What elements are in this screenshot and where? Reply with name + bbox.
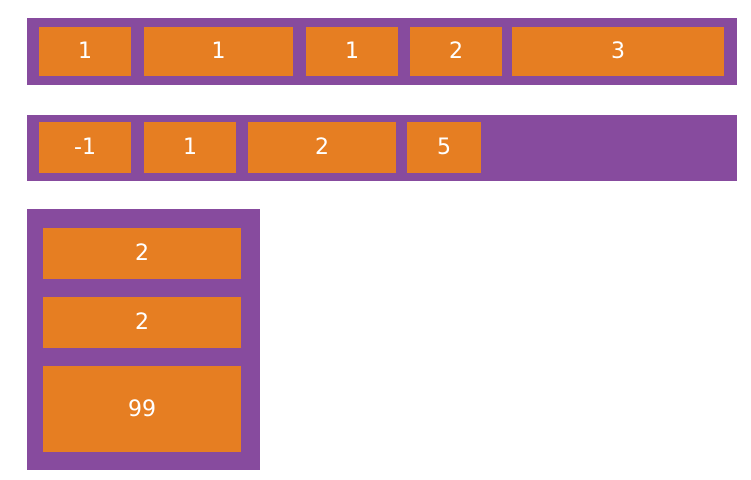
flex-item: 1 xyxy=(39,27,131,76)
flex-item: 1 xyxy=(306,27,398,76)
flex-item: 2 xyxy=(248,122,396,173)
flex-item: 99 xyxy=(43,366,241,452)
flex-item: 2 xyxy=(43,297,241,348)
flex-container-row-2: -1 1 2 5 xyxy=(27,115,737,181)
flex-container-column: 2 2 99 xyxy=(27,209,260,470)
flex-container-row-1: 1 1 1 2 3 xyxy=(27,18,737,85)
flex-item: 1 xyxy=(144,122,236,173)
flex-item: 3 xyxy=(512,27,724,76)
flex-item: 5 xyxy=(407,122,481,173)
flex-item: 2 xyxy=(43,228,241,279)
flex-item: 1 xyxy=(144,27,293,76)
flex-item: -1 xyxy=(39,122,131,173)
flex-item: 2 xyxy=(410,27,502,76)
